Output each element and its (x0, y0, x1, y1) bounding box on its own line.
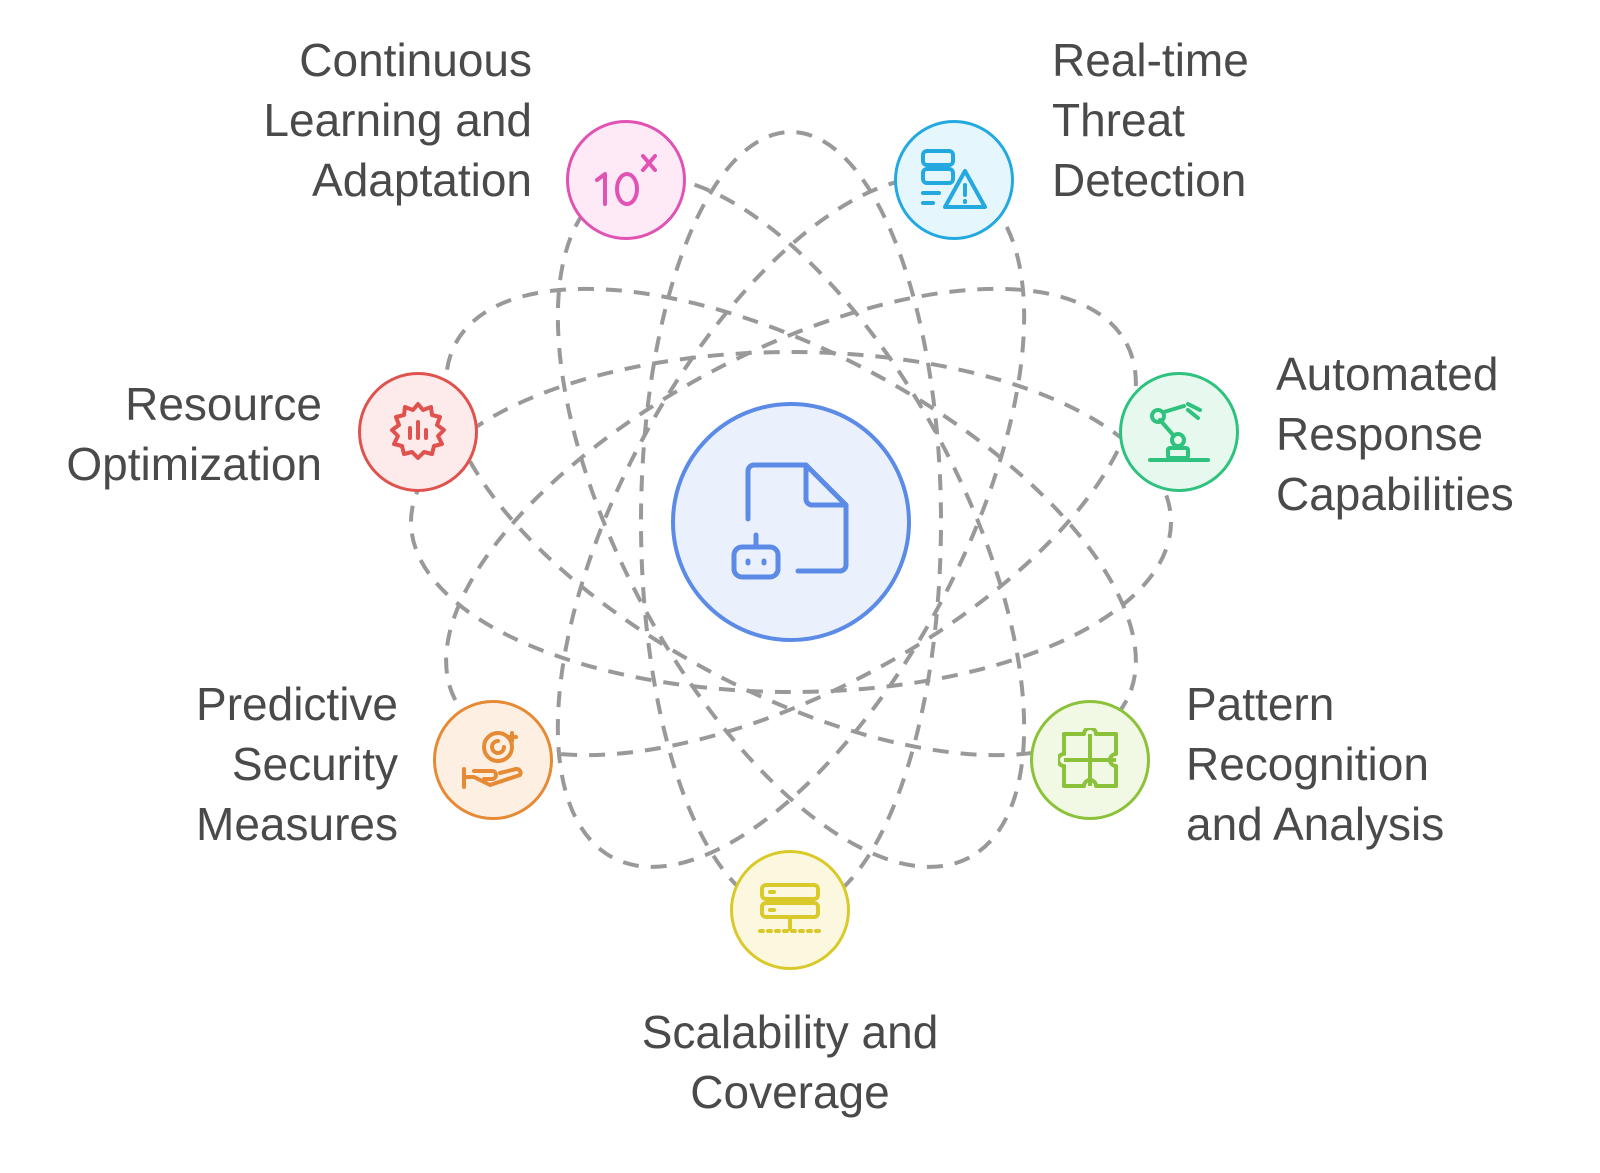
label-resource-optimization: Resource Optimization (66, 378, 322, 490)
label-continuous-learning: Continuous Learning and Adaptation (263, 34, 532, 206)
ten-to-power-x-icon (595, 154, 657, 206)
label-scalability: Scalability and Coverage (641, 1006, 939, 1118)
label-real-time-threat: Real-time Threat Detection (1052, 34, 1249, 206)
node-real-time-threat (894, 120, 1014, 240)
node-scalability (730, 850, 850, 970)
node-predictive-security (433, 700, 553, 820)
orbit-ellipse (409, 350, 1173, 694)
hand-coin-icon (462, 731, 523, 789)
node-pattern-recognition (1030, 700, 1150, 820)
gear-chart-icon (390, 402, 446, 460)
server-warning-icon (921, 149, 987, 209)
label-predictive-security: Predictive Security Measures (196, 678, 398, 850)
node-continuous-learning (566, 120, 686, 240)
orbit-ellipse (444, 286, 1138, 758)
puzzle-icon (1058, 728, 1118, 788)
orbit-ellipse (555, 175, 1027, 869)
ai-document-icon (731, 462, 849, 580)
node-automated-response (1119, 372, 1239, 492)
center-node (671, 402, 911, 642)
label-automated-response: Automated Response Capabilities (1276, 348, 1514, 520)
label-pattern-recognition: Pattern Recognition and Analysis (1186, 678, 1445, 850)
robotic-arm-icon (1148, 402, 1210, 462)
server-network-icon (758, 883, 822, 933)
node-resource-optimization (358, 372, 478, 492)
